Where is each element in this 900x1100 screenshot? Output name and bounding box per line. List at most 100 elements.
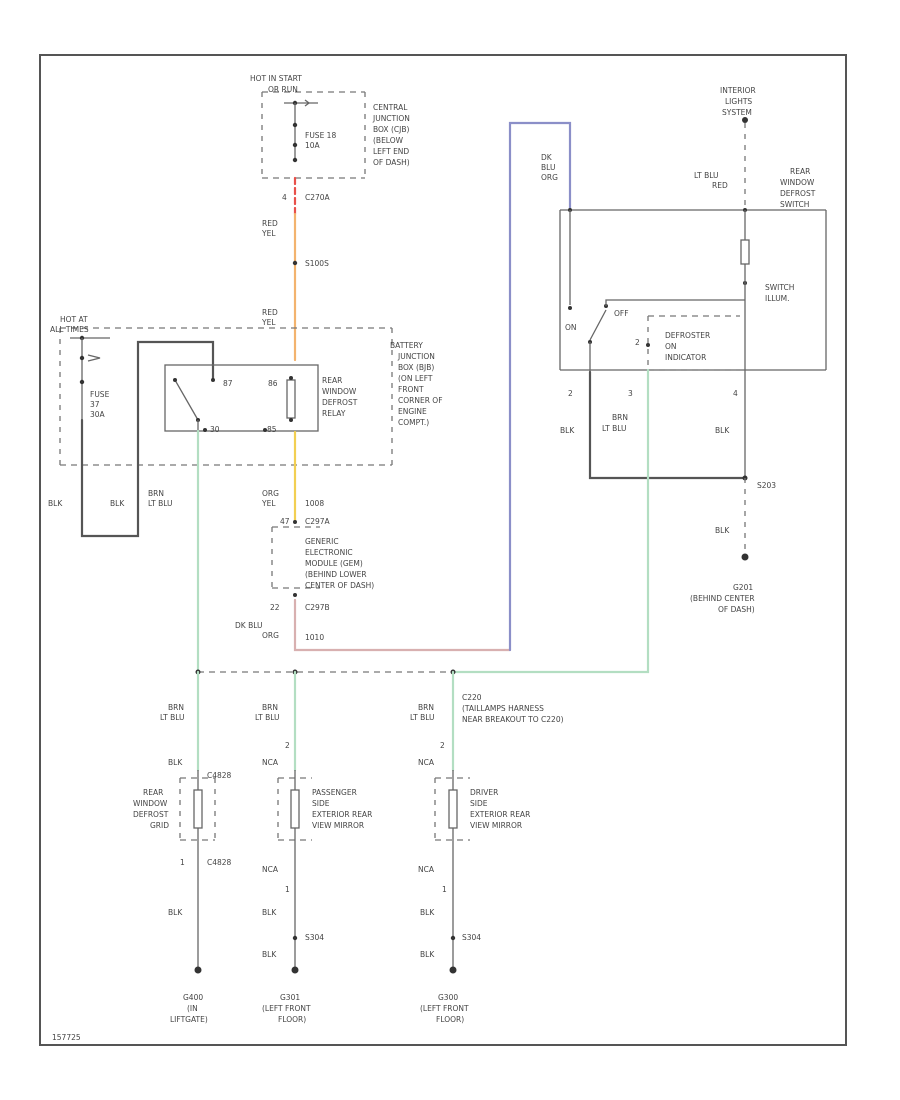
relay-pin-87: 87 <box>223 379 233 388</box>
wire-dkblu-org-lower <box>293 598 512 652</box>
g300-label-1: G300 <box>438 993 458 1002</box>
switch-on-label: ON <box>565 323 577 332</box>
grid-conn-bottom: C4828 <box>207 858 232 867</box>
bjb-label-6: CORNER OF <box>398 396 443 405</box>
grid-color-blk-2: BLK <box>168 908 183 917</box>
wire-color-brn-2: BRN <box>612 413 628 422</box>
g201-label-1: G201 <box>733 583 753 592</box>
ground-g400 <box>194 966 202 974</box>
rear-window-defrost-grid <box>179 770 216 968</box>
wire-color-blu: BLU <box>541 163 555 172</box>
grid-label-3: DEFROST <box>133 810 169 819</box>
indicator-label-2: ON <box>665 342 677 351</box>
wire-color-red: RED <box>262 219 278 228</box>
s1005-label: S100S <box>305 259 329 268</box>
wire-color-ltblu-2: LT BLU <box>694 171 719 180</box>
pm-nca-2: NCA <box>262 865 279 874</box>
hot-start-label: HOT IN START <box>250 74 302 83</box>
relay-label-2: WINDOW <box>322 387 357 396</box>
gem-label-4: (BEHIND LOWER <box>305 570 367 579</box>
c220-label-3: NEAR BREAKOUT TO C220) <box>462 715 564 724</box>
dm-pin-2: 2 <box>440 741 445 750</box>
relay-label-3: DEFROST <box>322 398 358 407</box>
relay-pin-30: 30 <box>210 425 220 434</box>
g300-label-2: (LEFT FRONT <box>420 1004 469 1013</box>
relay-label-4: RELAY <box>322 409 346 418</box>
fuse18-label: FUSE 18 <box>305 131 336 140</box>
bjb-label-4: (ON LEFT <box>398 374 433 383</box>
pm-label-2: SIDE <box>312 799 330 808</box>
wire-brn-ltblu-indicator <box>451 368 650 674</box>
sw-label-4: SWITCH <box>780 200 809 209</box>
wire-color-yel-3: YEL <box>261 499 276 508</box>
wire-circuit-1008: 1008 <box>305 499 324 508</box>
pm-label-3: EXTERIOR REAR <box>312 810 372 819</box>
pm-pin-2: 2 <box>285 741 290 750</box>
gem-conn-a: C297A <box>305 517 331 526</box>
wire-color-dkblu: DK BLU <box>235 621 263 630</box>
drop2-color-brn: BRN <box>262 703 278 712</box>
cjb-label-1: CENTRAL <box>373 103 408 112</box>
ground-g301 <box>291 966 299 974</box>
s203-label: S203 <box>757 481 776 490</box>
wire-blk-loop <box>80 340 215 538</box>
ils-label-1: INTERIOR <box>720 86 756 95</box>
bjb-label-7: ENGINE <box>398 407 427 416</box>
hot-at-label-1: HOT AT <box>60 315 88 324</box>
c2704-pin: 4 <box>282 193 287 202</box>
relay-pin-85: 85 <box>267 425 277 434</box>
fuse37-label: FUSE <box>90 390 110 399</box>
driver-side-mirror <box>434 770 470 968</box>
grid-label-2: WINDOW <box>133 799 168 808</box>
ils-label-3: SYSTEM <box>722 108 752 117</box>
wire-color-brn: BRN <box>148 489 164 498</box>
g301-label-2: (LEFT FRONT <box>262 1004 311 1013</box>
fuse37-rating: 30A <box>90 410 106 419</box>
wire-dkblu-org-upper <box>508 121 572 652</box>
g400-label-3: LIFTGATE) <box>170 1015 208 1024</box>
switch-pin-3: 3 <box>628 389 633 398</box>
central-junction-box <box>261 91 366 179</box>
cjb-label-4: (BELOW <box>373 136 404 145</box>
dm-label-3: EXTERIOR REAR <box>470 810 530 819</box>
bjb-label-5: FRONT <box>398 385 424 394</box>
sw-label-1: REAR <box>790 167 810 176</box>
dm-nca-1: NCA <box>418 758 435 767</box>
gem-label-2: ELECTRONIC <box>305 548 353 557</box>
wire-color-blk-c: BLK <box>560 426 575 435</box>
cjb-label-3: BOX (CJB) <box>373 125 409 134</box>
gem-label-1: GENERIC <box>305 537 339 546</box>
drop2-color-ltblu: LT BLU <box>255 713 280 722</box>
sw-label-3: DEFROST <box>780 189 816 198</box>
g400-label-1: G400 <box>183 993 203 1002</box>
switch-pin-2: 2 <box>568 389 573 398</box>
wire-color-blk-a: BLK <box>48 499 63 508</box>
indicator-label-1: DEFROSTER <box>665 331 710 340</box>
gem-pin-47: 47 <box>280 517 290 526</box>
wire-blk-switch <box>588 370 747 480</box>
switch-pin-4: 4 <box>733 389 738 398</box>
wire-color-dk: DK <box>541 153 553 162</box>
illum-label-2: ILLUM. <box>765 294 790 303</box>
wire-color-org-2: ORG <box>262 631 279 640</box>
relay-label-1: REAR <box>322 376 342 385</box>
pm-splice: S304 <box>305 933 324 942</box>
dm-pin-1: 1 <box>442 885 447 894</box>
dm-nca-2: NCA <box>418 865 435 874</box>
g201-label-3: OF DASH) <box>718 605 755 614</box>
wire-color-org: ORG <box>262 489 279 498</box>
wire-circuit-1010: 1010 <box>305 633 324 642</box>
rear-window-defrost-switch <box>559 208 827 478</box>
pm-label-4: VIEW MIRROR <box>312 821 364 830</box>
hot-start-label-2: OR RUN <box>268 85 298 94</box>
wire-color-ltblu: LT BLU <box>148 499 173 508</box>
g301-label-1: G301 <box>280 993 300 1002</box>
diagram-frame <box>39 54 847 1046</box>
fuse18-rating: 10A <box>305 141 321 150</box>
dm-color-blk-2: BLK <box>420 950 435 959</box>
sw-label-2: WINDOW <box>780 178 815 187</box>
g400-label-2: (IN <box>187 1004 198 1013</box>
gem-conn-b: C297B <box>305 603 330 612</box>
g201-label-2: (BEHIND CENTER <box>690 594 755 603</box>
